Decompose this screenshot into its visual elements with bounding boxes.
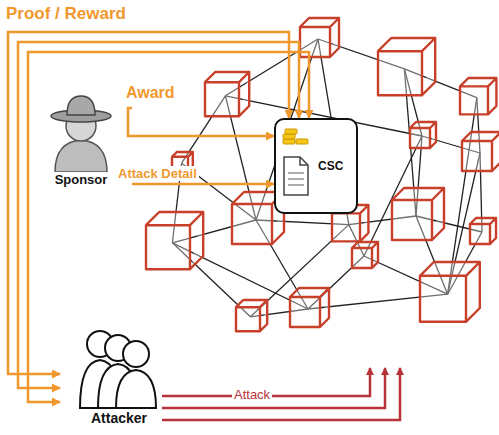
network-link xyxy=(172,243,308,309)
flow-arrow xyxy=(18,42,299,388)
node-icon xyxy=(280,125,312,207)
peer-cube xyxy=(378,38,435,95)
peer-cube xyxy=(460,78,496,114)
peer-cube xyxy=(392,188,444,240)
attack-label: Attack xyxy=(232,387,272,402)
peer-cube xyxy=(470,218,496,244)
flow-arrow xyxy=(28,52,309,402)
peer-cube xyxy=(236,300,267,331)
attack-arrow xyxy=(162,368,385,408)
node-label: Attacker xyxy=(60,410,178,426)
node-label: CSC xyxy=(318,159,343,173)
contract-box: CSC xyxy=(274,118,358,214)
peer-cube xyxy=(410,122,436,148)
attack-arrow xyxy=(162,368,400,420)
attacker-figure: Attacker xyxy=(60,322,178,434)
peer-cube xyxy=(352,242,378,268)
peer-cube xyxy=(420,262,480,322)
flow-arrow xyxy=(8,32,289,374)
flow-arrow xyxy=(128,108,274,136)
flow-arrow xyxy=(132,183,274,186)
node-icon xyxy=(60,322,178,410)
node-icon xyxy=(30,92,132,172)
peer-cube xyxy=(290,288,329,327)
peer-cube xyxy=(462,132,499,171)
peer-cube xyxy=(146,212,203,269)
peer-cube xyxy=(205,72,249,116)
edge-label: Proof / Reward xyxy=(4,4,128,24)
edge-label: Attack Detail xyxy=(116,166,199,181)
edge-label: Award xyxy=(124,84,177,102)
sponsor-figure: Sponsor xyxy=(30,92,132,204)
